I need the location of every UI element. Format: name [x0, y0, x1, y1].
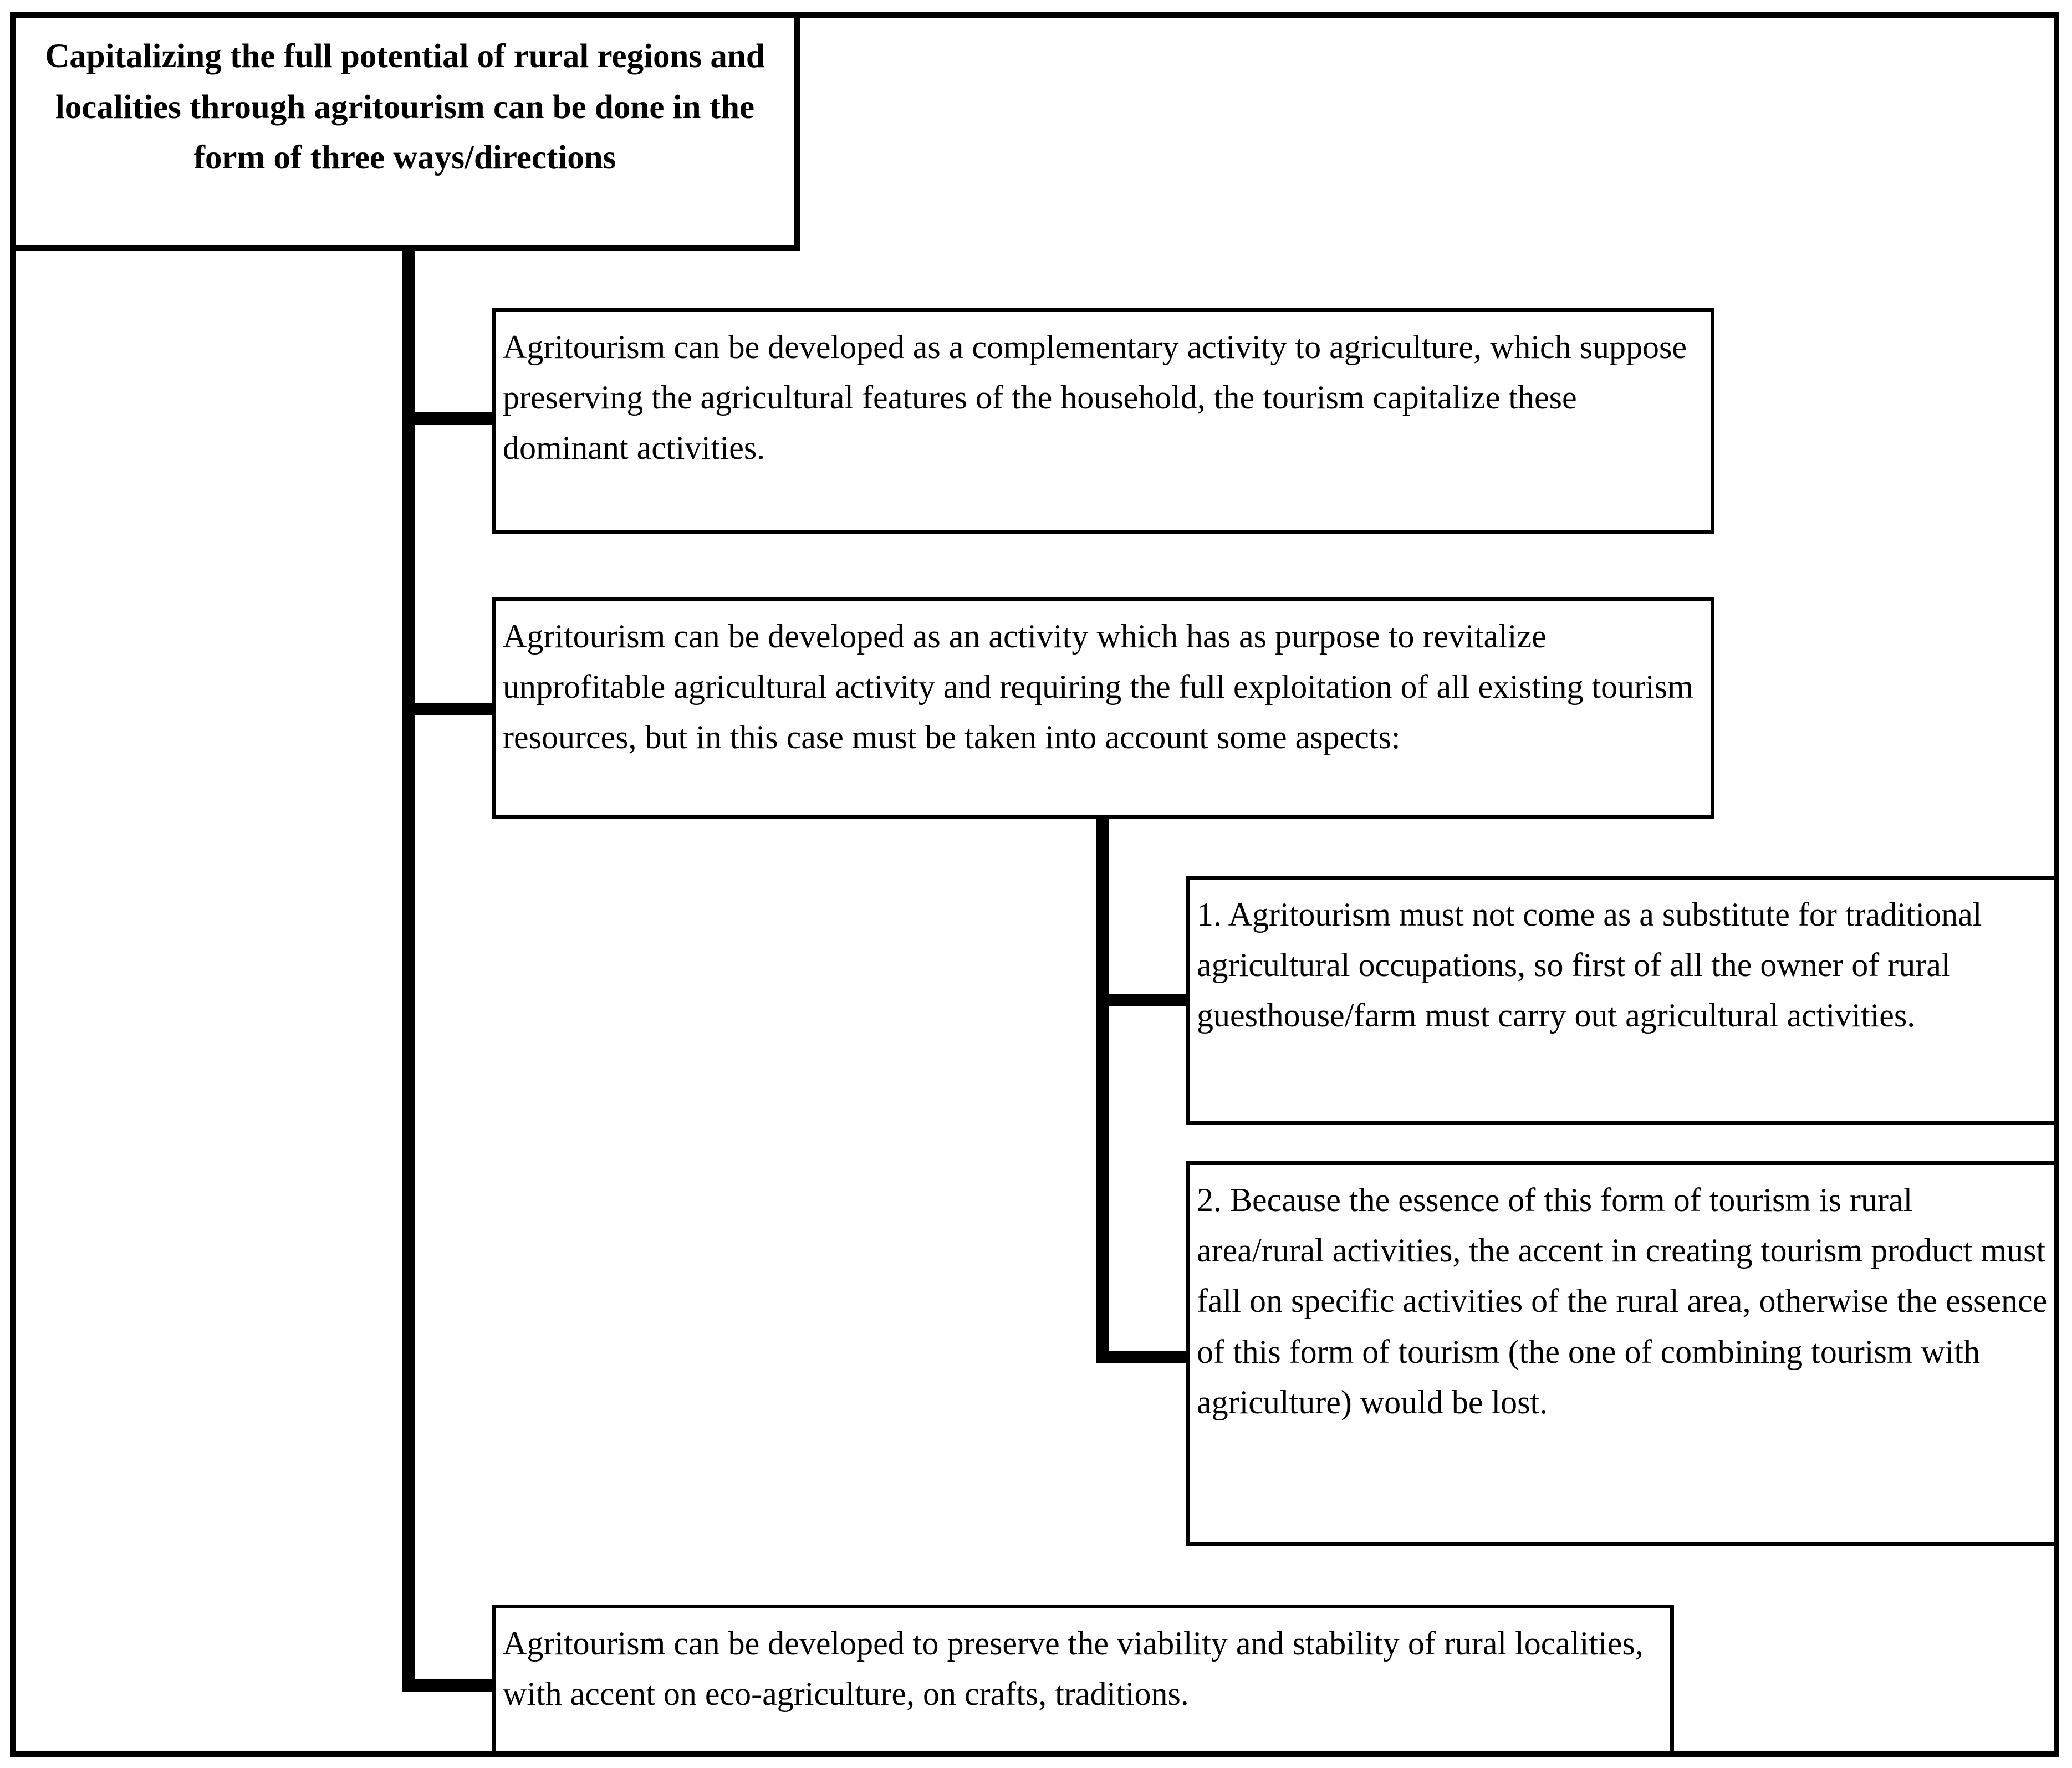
- way-3-node-box: Agritourism can be developed to preserve…: [492, 1605, 1674, 1755]
- aspect-2-node-text: 2. Because the essence of this form of t…: [1197, 1182, 2056, 1420]
- way-1-node-text: Agritourism can be developed as a comple…: [503, 329, 1696, 467]
- connector-stub-way-2: [402, 703, 496, 715]
- way-1-node-box: Agritourism can be developed as a comple…: [492, 308, 1714, 534]
- connector-stub-aspect-2: [1096, 1351, 1190, 1363]
- connector-stub-way-3: [402, 1679, 496, 1692]
- way-3-node-text: Agritourism can be developed to preserve…: [503, 1625, 1652, 1713]
- aspect-1-node-text: 1. Agritourism must not come as a substi…: [1197, 896, 1991, 1034]
- way-2-node-box: Agritourism can be developed as an activ…: [492, 597, 1714, 819]
- way-2-node-text: Agritourism can be developed as an activ…: [503, 618, 1702, 756]
- aspect-1-node-box: 1. Agritourism must not come as a substi…: [1186, 876, 2058, 1125]
- connector-aspects-trunk: [1096, 819, 1109, 1363]
- connector-main-trunk: [402, 251, 415, 1692]
- root-node-box: Capitalizing the full potential of rural…: [10, 12, 800, 251]
- connector-stub-way-1: [402, 412, 496, 425]
- aspect-2-node-box: 2. Because the essence of this form of t…: [1186, 1161, 2058, 1546]
- connector-stub-aspect-1: [1096, 994, 1190, 1006]
- root-node-text: Capitalizing the full potential of rural…: [45, 38, 774, 176]
